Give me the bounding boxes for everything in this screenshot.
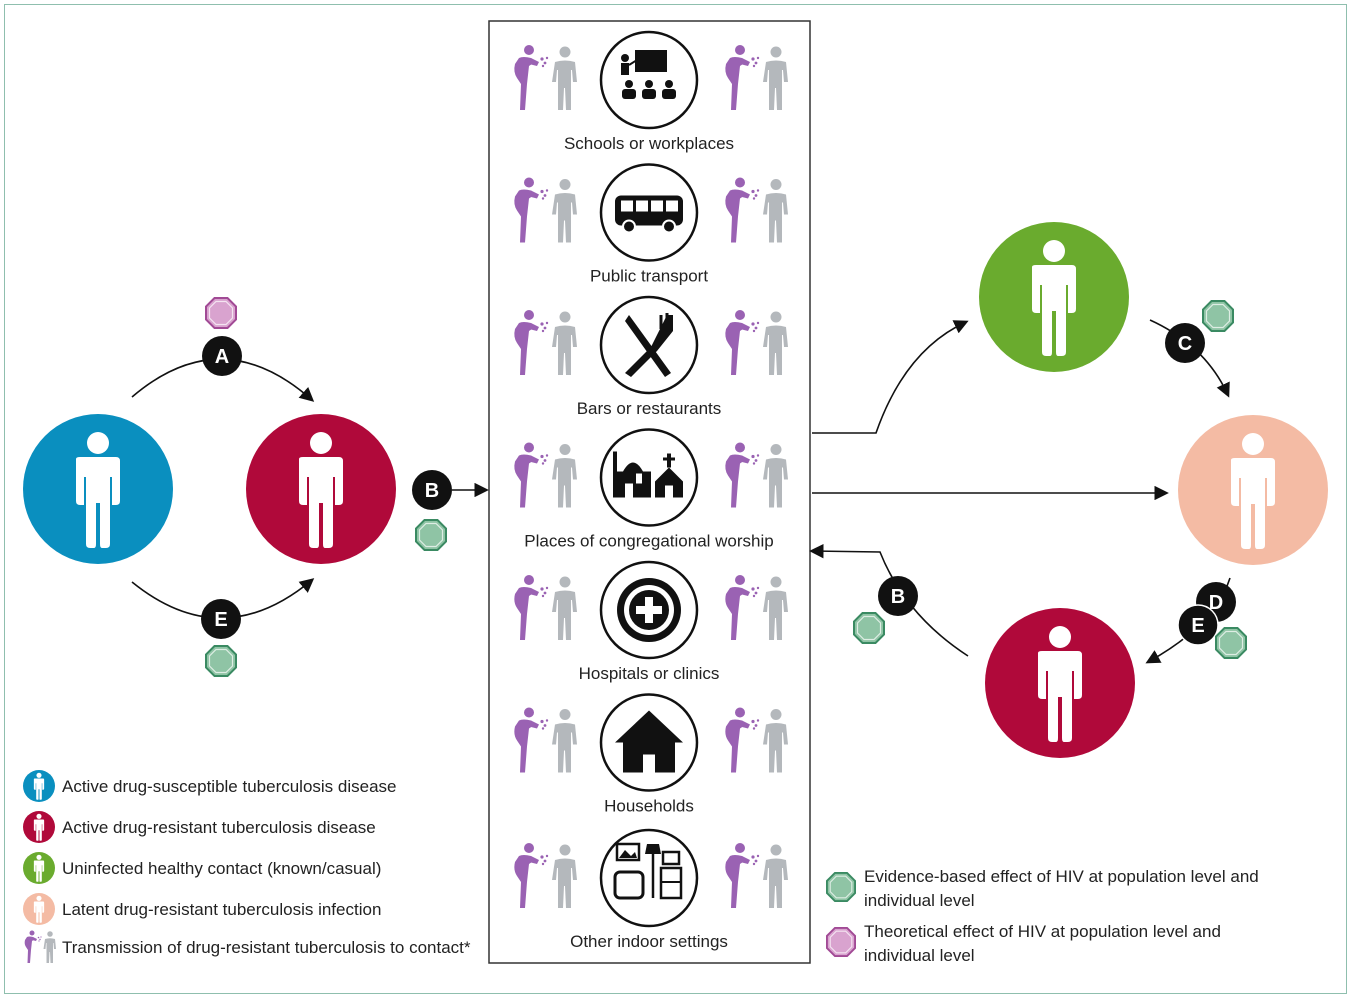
svg-text:Theoretical effect of HIV at p: Theoretical effect of HIV at population … xyxy=(864,922,1221,941)
legend: Active drug-susceptible tuberculosis dis… xyxy=(23,770,471,963)
setting-label: Places of congregational worship xyxy=(524,532,773,551)
label-b-left-badge: B xyxy=(412,470,452,510)
label-e-right-badge: E xyxy=(1177,604,1219,646)
label-e-left-badge: E xyxy=(201,599,241,639)
setting-row: Places of congregational worship xyxy=(514,428,788,551)
latent-infection-node xyxy=(1178,415,1328,565)
svg-text:Transmission of drug-resistant: Transmission of drug-resistant tuberculo… xyxy=(62,938,471,957)
svg-text:E: E xyxy=(1191,615,1204,637)
evidence-effect-hexagon-e-left xyxy=(205,645,237,677)
setting-row: Households xyxy=(514,693,788,816)
legend-item-peach: Latent drug-resistant tuberculosis infec… xyxy=(23,893,381,925)
label-b-right-badge: B xyxy=(878,576,918,616)
evidence-effect-hexagon-b-left xyxy=(415,519,447,551)
setting-label: Public transport xyxy=(590,267,708,286)
theoretical-hexagon-icon xyxy=(826,927,856,957)
setting-label: Schools or workplaces xyxy=(564,134,734,153)
theoretical-effect-hexagon-a xyxy=(205,297,237,329)
arrow-to-uninfected xyxy=(812,320,969,434)
effects-legend: Evidence-based effect of HIV at populati… xyxy=(826,867,1259,965)
evidence-effect-hexagon-b-right xyxy=(853,612,885,644)
transmission-pair-icon xyxy=(24,930,56,963)
setting-label: Households xyxy=(604,797,694,816)
indoor-furniture-icon xyxy=(613,842,683,900)
legend-item-green: Uninfected healthy contact (known/casual… xyxy=(23,852,381,884)
label-a-badge: A xyxy=(202,336,242,376)
classroom-icon xyxy=(621,50,676,99)
house-icon xyxy=(615,710,683,773)
svg-text:Active drug-resistant tubercul: Active drug-resistant tuberculosis disea… xyxy=(62,818,376,837)
svg-text:C: C xyxy=(1178,333,1192,355)
svg-text:individual level: individual level xyxy=(864,946,975,965)
mosque-church-icon xyxy=(613,451,683,498)
svg-text:individual level: individual level xyxy=(864,891,975,910)
setting-label: Other indoor settings xyxy=(570,932,728,951)
svg-text:D: D xyxy=(1209,592,1223,614)
uninfected-contact-node xyxy=(979,222,1129,372)
svg-text:B: B xyxy=(891,586,905,608)
drug-resistant-node-left xyxy=(246,414,396,564)
svg-text:A: A xyxy=(215,346,229,368)
setting-row: Other indoor settings xyxy=(514,828,788,951)
setting-label: Bars or restaurants xyxy=(577,399,722,418)
legend-item-red: Active drug-resistant tuberculosis disea… xyxy=(23,811,376,843)
svg-text:Latent drug-resistant tubercul: Latent drug-resistant tuberculosis infec… xyxy=(62,900,381,919)
evidence-effect-hexagon-d-e xyxy=(1215,627,1247,659)
drug-susceptible-node xyxy=(23,414,173,564)
evidence-effect-hexagon-c xyxy=(1202,300,1234,332)
setting-row: Public transport xyxy=(514,163,788,286)
drug-resistant-node-right xyxy=(985,608,1135,758)
knife-fork-icon xyxy=(625,313,673,377)
setting-label: Hospitals or clinics xyxy=(579,664,720,683)
setting-row: Schools or workplaces xyxy=(514,30,788,153)
svg-text:Active drug-susceptible tuberc: Active drug-susceptible tuberculosis dis… xyxy=(62,777,397,796)
svg-text:Evidence-based effect of HIV a: Evidence-based effect of HIV at populati… xyxy=(864,867,1259,886)
svg-text:E: E xyxy=(214,609,227,631)
label-c-badge: C xyxy=(1165,323,1205,363)
svg-text:B: B xyxy=(425,480,439,502)
svg-text:Uninfected healthy contact (kn: Uninfected healthy contact (known/casual… xyxy=(62,859,381,878)
setting-row: Bars or restaurants xyxy=(514,295,788,418)
legend-item-transmission: Transmission of drug-resistant tuberculo… xyxy=(24,930,471,963)
setting-row: Hospitals or clinics xyxy=(514,560,788,683)
legend-item-blue: Active drug-susceptible tuberculosis dis… xyxy=(23,770,397,802)
bus-icon xyxy=(615,195,683,234)
evidence-hexagon-icon xyxy=(826,872,856,902)
hospital-cross-icon xyxy=(617,578,681,642)
